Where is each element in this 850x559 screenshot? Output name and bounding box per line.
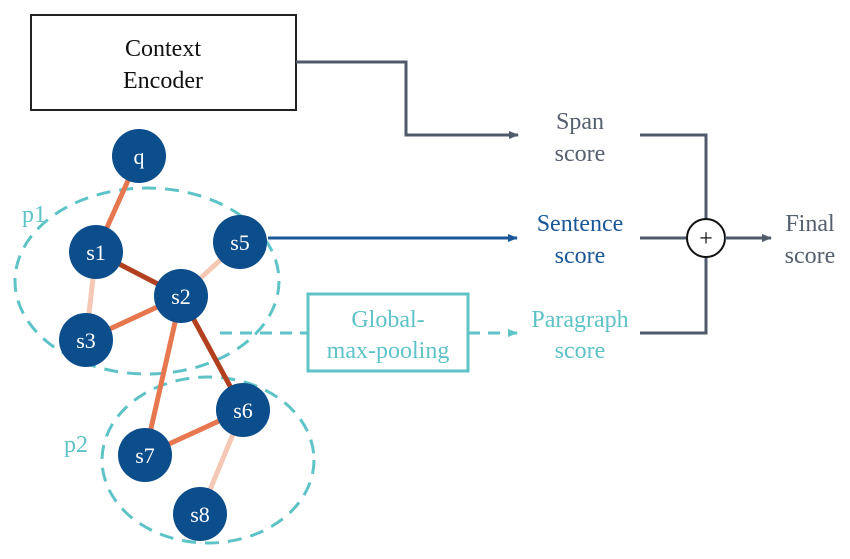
node-s7-label: s7: [135, 443, 155, 468]
context-encoder-box: Context Encoder: [30, 14, 297, 111]
sum-symbol: +: [699, 226, 713, 252]
node-s1-label: s1: [86, 240, 106, 265]
paragraph-group-p1: [13, 186, 281, 376]
sum-node: +: [686, 218, 726, 258]
paragraph-group-p2: [100, 375, 316, 545]
edge-s2-s7: [142, 293, 184, 458]
node-s2-label: s2: [171, 284, 191, 309]
context-encoder-label-line1: Context: [125, 36, 201, 62]
node-s8-label: s8: [190, 502, 210, 527]
node-s5-label: s5: [230, 230, 250, 255]
node-s5: s5: [213, 215, 267, 269]
group-label-p1: p1: [22, 202, 46, 228]
node-s2: s2: [154, 269, 208, 323]
global-max-pooling-box: Global- max-pooling: [306, 292, 470, 373]
node-s1: s1: [69, 225, 123, 279]
node-s6: s6: [216, 383, 270, 437]
node-s7: s7: [118, 428, 172, 482]
context-encoder-label-line2: Encoder: [123, 68, 203, 94]
paragraph-score-line2: score: [555, 338, 606, 364]
span-score-line2: score: [555, 141, 606, 167]
node-s3-label: s3: [76, 328, 96, 353]
final-score-line1: Final: [785, 211, 835, 237]
node-s8: s8: [173, 487, 227, 541]
sentence-score-line2: score: [555, 243, 606, 269]
pooling-label-line1: Global-: [351, 307, 424, 333]
group-label-p2: p2: [64, 432, 88, 458]
sentence-score-line1: Sentence: [537, 211, 624, 237]
node-s3: s3: [59, 313, 113, 367]
paragraph-to-sum-connector: [640, 257, 708, 335]
node-q: q: [112, 129, 166, 183]
paragraph-score-line1: Paragraph: [531, 307, 628, 333]
node-q-label: q: [134, 144, 145, 169]
pooling-label-line2: max-pooling: [327, 338, 450, 364]
span-to-sum-connector: [640, 133, 708, 220]
final-score-line2: score: [785, 243, 836, 269]
node-s6-label: s6: [233, 398, 253, 423]
graph-nodes: q s1 s2 s3 s5 s6 s7 s8: [59, 129, 270, 541]
span-score-line1: Span: [556, 109, 604, 135]
encoder-to-span-arrow: [296, 60, 519, 139]
